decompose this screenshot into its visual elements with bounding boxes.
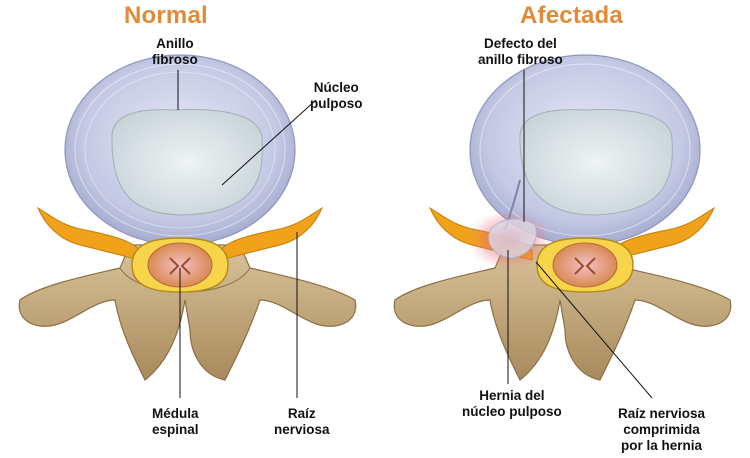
- label-raiz-nerviosa: Raíz nerviosa: [274, 406, 330, 438]
- label-line: por la hernia: [621, 438, 703, 453]
- affected-vertebra: [393, 244, 732, 381]
- label-line: Hernia del: [479, 388, 545, 403]
- label-line: Médula: [152, 406, 199, 421]
- title-affected: Afectada: [520, 2, 623, 29]
- label-line: anillo fibroso: [478, 52, 563, 67]
- label-medula-espinal: Médula espinal: [152, 406, 199, 438]
- leader-lines: [177, 70, 653, 399]
- label-line: Anillo: [156, 36, 194, 51]
- label-nucleo-pulposo: Núcleo pulposo: [310, 80, 363, 112]
- label-line: Defecto del: [483, 36, 557, 51]
- label-raiz-comprimida: Raíz nerviosa comprimida por la hernia: [618, 406, 705, 454]
- normal-spinal-canal: [131, 237, 229, 293]
- label-anillo-fibroso: Anillo fibroso: [152, 36, 198, 68]
- label-line: fibroso: [152, 52, 198, 67]
- herniation: [468, 210, 552, 270]
- label-line: núcleo pulposo: [462, 404, 562, 419]
- title-normal: Normal: [124, 2, 208, 29]
- affected-spinal-canal: [536, 237, 634, 293]
- normal-disc: [64, 54, 296, 246]
- leader-nucleo-pulposo: [221, 99, 317, 186]
- label-line: Raíz: [287, 406, 316, 421]
- label-line: pulposo: [310, 96, 363, 111]
- affected-disc: [469, 54, 701, 246]
- label-defecto-anillo: Defecto del anillo fibroso: [478, 36, 563, 68]
- label-line: espinal: [152, 422, 199, 437]
- label-line: nerviosa: [274, 422, 330, 437]
- label-line: comprimida: [623, 422, 700, 437]
- label-line: Núcleo: [313, 80, 359, 95]
- label-hernia-nucleo: Hernia del núcleo pulposo: [462, 388, 562, 420]
- label-line: Raíz nerviosa: [618, 406, 706, 421]
- leader-raiz-comprimida: [535, 261, 653, 399]
